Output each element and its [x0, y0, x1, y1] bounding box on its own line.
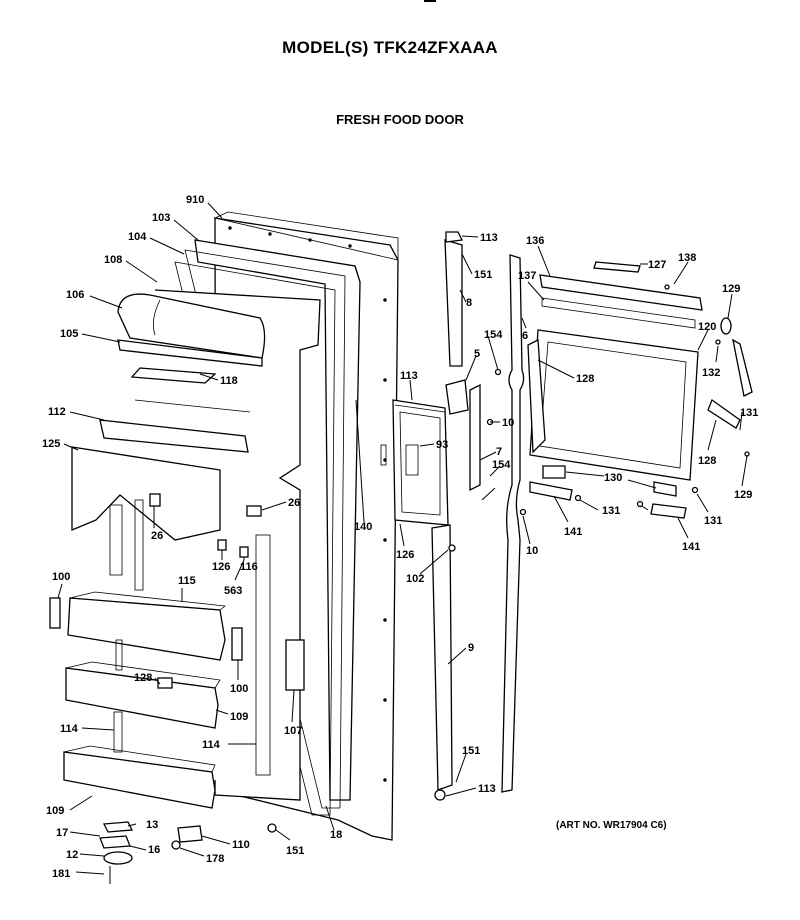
- callout-110: 110: [232, 839, 250, 851]
- door-bin-109-lower: [63, 745, 216, 809]
- callout-113b: 113: [400, 370, 418, 382]
- callout-100a: 100: [52, 571, 70, 583]
- callout-129a: 129: [722, 283, 740, 295]
- callout-141b: 141: [682, 541, 700, 553]
- callout-10b: 10: [526, 545, 538, 557]
- callout-13: 13: [146, 819, 158, 831]
- callout-128c: 128: [698, 455, 716, 467]
- callout-120: 120: [698, 321, 716, 333]
- callout-107: 107: [284, 725, 302, 737]
- crisper-module-93: [392, 399, 449, 526]
- callout-6: 6: [522, 330, 528, 342]
- callout-103: 103: [152, 212, 170, 224]
- section-title: FRESH FOOD DOOR: [336, 112, 464, 127]
- callout-126b: 126: [396, 549, 414, 561]
- dairy-base: [117, 339, 263, 384]
- dairy-compartment-door: [117, 293, 266, 359]
- side-rail-7: [469, 383, 481, 492]
- right-hinge-arm: [707, 317, 753, 429]
- lower-trim-9: [431, 524, 453, 801]
- callout-137: 137: [518, 270, 536, 282]
- callout-106: 106: [66, 289, 84, 301]
- callout-93: 93: [436, 439, 448, 451]
- leader-lines: [57, 202, 748, 875]
- callout-136: 136: [526, 235, 544, 247]
- callout-130: 130: [604, 472, 622, 484]
- hinge-blocks-130-141: [529, 284, 750, 519]
- callout-114b: 114: [202, 739, 221, 751]
- door-liner: [109, 289, 321, 801]
- callout-102: 102: [406, 573, 424, 585]
- callout-151b: 151: [474, 269, 492, 281]
- callout-26b: 26: [151, 530, 163, 542]
- top-trim-136: [539, 261, 703, 329]
- callout-5: 5: [474, 348, 480, 360]
- callout-151c: 151: [462, 745, 480, 757]
- callout-116: 116: [240, 561, 258, 573]
- callout-9: 9: [468, 642, 474, 654]
- callout-109b: 109: [46, 805, 64, 817]
- handle-6: [501, 254, 525, 793]
- callout-109a: 109: [230, 711, 248, 723]
- door-bin-115: [67, 591, 227, 661]
- shelf-supports: [113, 499, 144, 753]
- callout-127: 127: [648, 259, 666, 271]
- callout-100b: 100: [230, 683, 248, 695]
- callout-114a: 114: [60, 723, 79, 735]
- callout-113a: 113: [480, 232, 498, 244]
- callout-154a: 154: [484, 329, 503, 341]
- window-frame-120: [527, 329, 699, 481]
- callout-181: 181: [52, 868, 70, 880]
- callout-141a: 141: [564, 526, 582, 538]
- callout-113c: 113: [478, 783, 496, 795]
- callout-125: 125: [42, 438, 60, 450]
- callout-112: 112: [48, 406, 66, 418]
- callout-129b: 129: [734, 489, 752, 501]
- callout-115: 115: [178, 575, 196, 587]
- callout-118: 118: [220, 375, 238, 387]
- door-shelf-112: [99, 399, 251, 453]
- callout-910: 910: [186, 194, 204, 206]
- callout-labels: 910 103 104 108 106 105 118 112 125 26 2…: [42, 194, 758, 880]
- callout-17: 17: [56, 827, 68, 839]
- upper-trim-8: [444, 231, 463, 367]
- callout-104: 104: [128, 231, 147, 243]
- callout-8: 8: [466, 297, 472, 309]
- callout-131c: 131: [704, 515, 722, 527]
- callout-105: 105: [60, 328, 78, 340]
- callout-151a: 151: [286, 845, 304, 857]
- callout-18: 18: [330, 829, 342, 841]
- callout-16: 16: [148, 844, 160, 856]
- hinge-bracket-5: [445, 379, 469, 415]
- callout-126a: 126: [212, 561, 230, 573]
- callout-7: 7: [496, 446, 502, 458]
- panel-125: [71, 446, 221, 541]
- callout-138: 138: [678, 252, 696, 264]
- callout-154b: 154: [492, 459, 511, 471]
- callout-10a: 10: [502, 417, 514, 429]
- callout-12: 12: [66, 849, 78, 861]
- callout-140: 140: [354, 521, 372, 533]
- callout-131a: 131: [740, 407, 758, 419]
- callout-563: 563: [224, 585, 242, 597]
- model-title: MODEL(S) TFK24ZFXAAA: [282, 38, 498, 57]
- callout-108: 108: [104, 254, 122, 266]
- art-number: (ART NO. WR17904 C6): [556, 820, 667, 831]
- callout-178: 178: [206, 853, 224, 865]
- callout-131b: 131: [602, 505, 620, 517]
- small-clips: [49, 493, 305, 691]
- bottom-hinge-parts: [99, 821, 277, 884]
- callout-128a: 128: [134, 672, 152, 684]
- callout-128b: 128: [576, 373, 594, 385]
- callout-132: 132: [702, 367, 720, 379]
- callout-26a: 26: [288, 497, 300, 509]
- page-top-mark: [424, 0, 436, 2]
